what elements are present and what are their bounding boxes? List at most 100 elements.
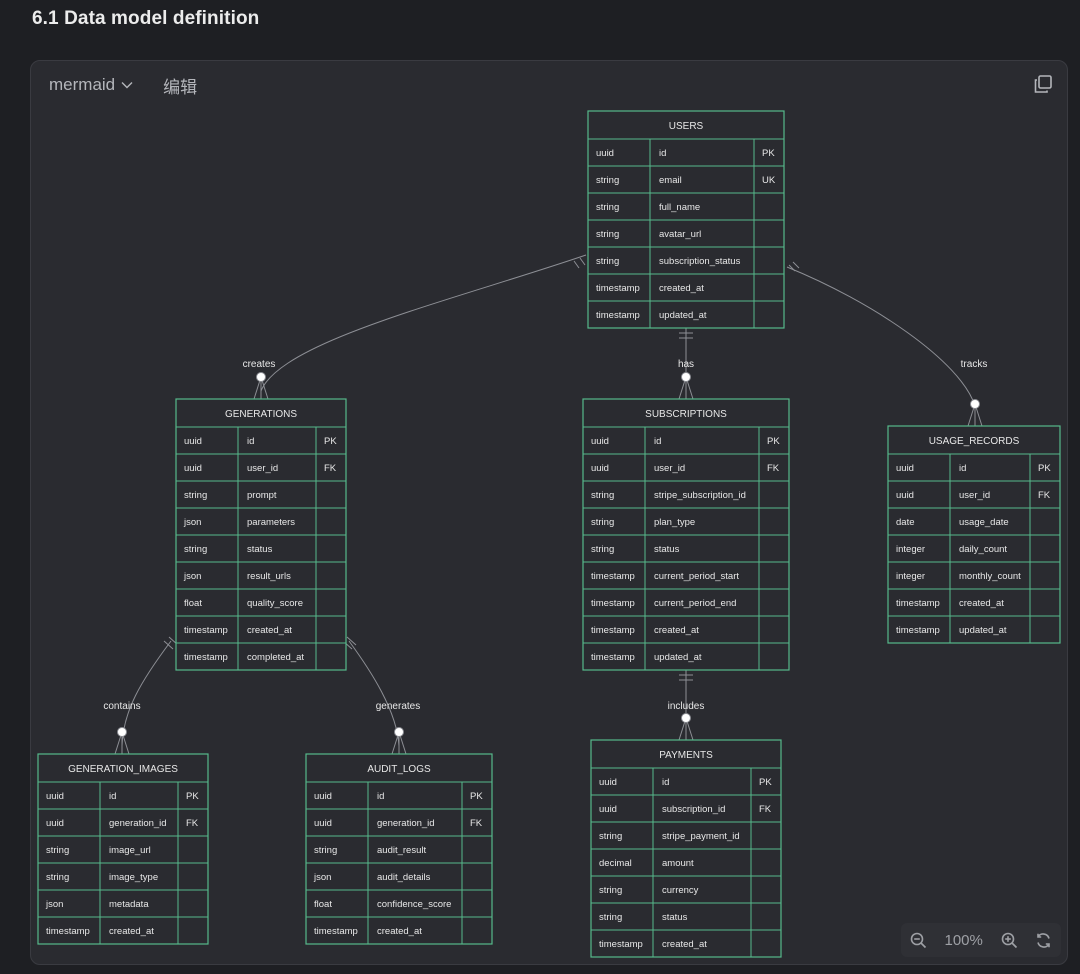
attribute-type: timestamp [591, 598, 635, 609]
zoom-out-icon[interactable] [910, 932, 927, 949]
edit-button[interactable]: 编辑 [163, 77, 198, 97]
one-marker [346, 636, 357, 646]
attribute-type: uuid [896, 463, 914, 474]
attribute-type: string [599, 885, 622, 896]
attribute-type: uuid [896, 490, 914, 501]
language-select[interactable]: mermaid [49, 75, 133, 95]
zero-marker [117, 727, 127, 737]
attribute-name: updated_at [654, 652, 702, 663]
attribute-type: uuid [46, 791, 64, 802]
attribute-row: timestamp updated_at [591, 652, 702, 663]
attribute-name: currency [662, 885, 699, 896]
attribute-type: uuid [596, 148, 614, 159]
attribute-type: string [596, 256, 619, 267]
attribute-type: string [46, 845, 69, 856]
one-marker [579, 257, 586, 266]
edge-line [121, 640, 172, 747]
attribute-type: uuid [314, 791, 332, 802]
attribute-type: uuid [184, 436, 202, 447]
attribute-type: json [183, 517, 201, 528]
attribute-type: integer [896, 544, 925, 555]
page-title: 6.1 Data model definition [32, 8, 260, 29]
attribute-type: timestamp [591, 571, 635, 582]
attribute-name: user_id [247, 463, 278, 474]
attribute-name: updated_at [959, 625, 1007, 636]
attribute-type: string [599, 912, 622, 923]
zoom-in-icon[interactable] [1001, 932, 1018, 949]
relationship-label: contains [103, 701, 140, 712]
attribute-type: integer [896, 571, 925, 582]
copy-icon[interactable] [1033, 74, 1053, 94]
entity-box [305, 753, 493, 945]
attribute-type: float [184, 598, 202, 609]
attribute-name: created_at [659, 283, 704, 294]
attribute-name: image_type [109, 872, 158, 883]
attribute-name: metadata [109, 899, 149, 910]
edge-line [348, 640, 400, 747]
attribute-type: timestamp [184, 652, 228, 663]
entity-title: SUBSCRIPTIONS [645, 409, 727, 420]
attribute-type: uuid [591, 463, 609, 474]
attribute-type: uuid [599, 777, 617, 788]
attribute-type: string [596, 175, 619, 186]
edge-line [786, 266, 976, 407]
zero-marker [394, 727, 404, 737]
one-marker [792, 261, 800, 269]
attribute-name: avatar_url [659, 229, 701, 240]
entity-title: PAYMENTS [659, 750, 713, 761]
chevron-down-icon [121, 82, 133, 89]
attribute-name: daily_count [959, 544, 1007, 555]
attribute-type: uuid [599, 804, 617, 815]
attribute-name: id [377, 791, 384, 802]
attribute-key: PK [470, 791, 483, 802]
attribute-type: timestamp [184, 625, 228, 636]
relationship-generates: generates [342, 636, 420, 755]
attribute-type: date [896, 517, 915, 528]
attribute-name: user_id [654, 463, 685, 474]
refresh-icon[interactable] [1035, 932, 1052, 949]
relationship-label: has [678, 359, 694, 370]
relationship-creates: creates [243, 254, 587, 400]
attribute-key: FK [186, 818, 199, 829]
attribute-name: updated_at [659, 310, 707, 321]
attribute-name: created_at [662, 939, 707, 950]
attribute-row: integer daily_count [896, 544, 1007, 555]
entity-title: GENERATION_IMAGES [68, 764, 178, 775]
attribute-type: string [314, 845, 337, 856]
entity-title: USERS [669, 121, 704, 132]
one-marker [788, 264, 796, 272]
attribute-name: image_url [109, 845, 151, 856]
attribute-key: PK [186, 791, 199, 802]
attribute-name: parameters [247, 517, 295, 528]
attribute-name: current_period_end [654, 598, 736, 609]
attribute-type: json [45, 899, 63, 910]
attribute-type: timestamp [591, 652, 635, 663]
attribute-type: string [591, 490, 614, 501]
